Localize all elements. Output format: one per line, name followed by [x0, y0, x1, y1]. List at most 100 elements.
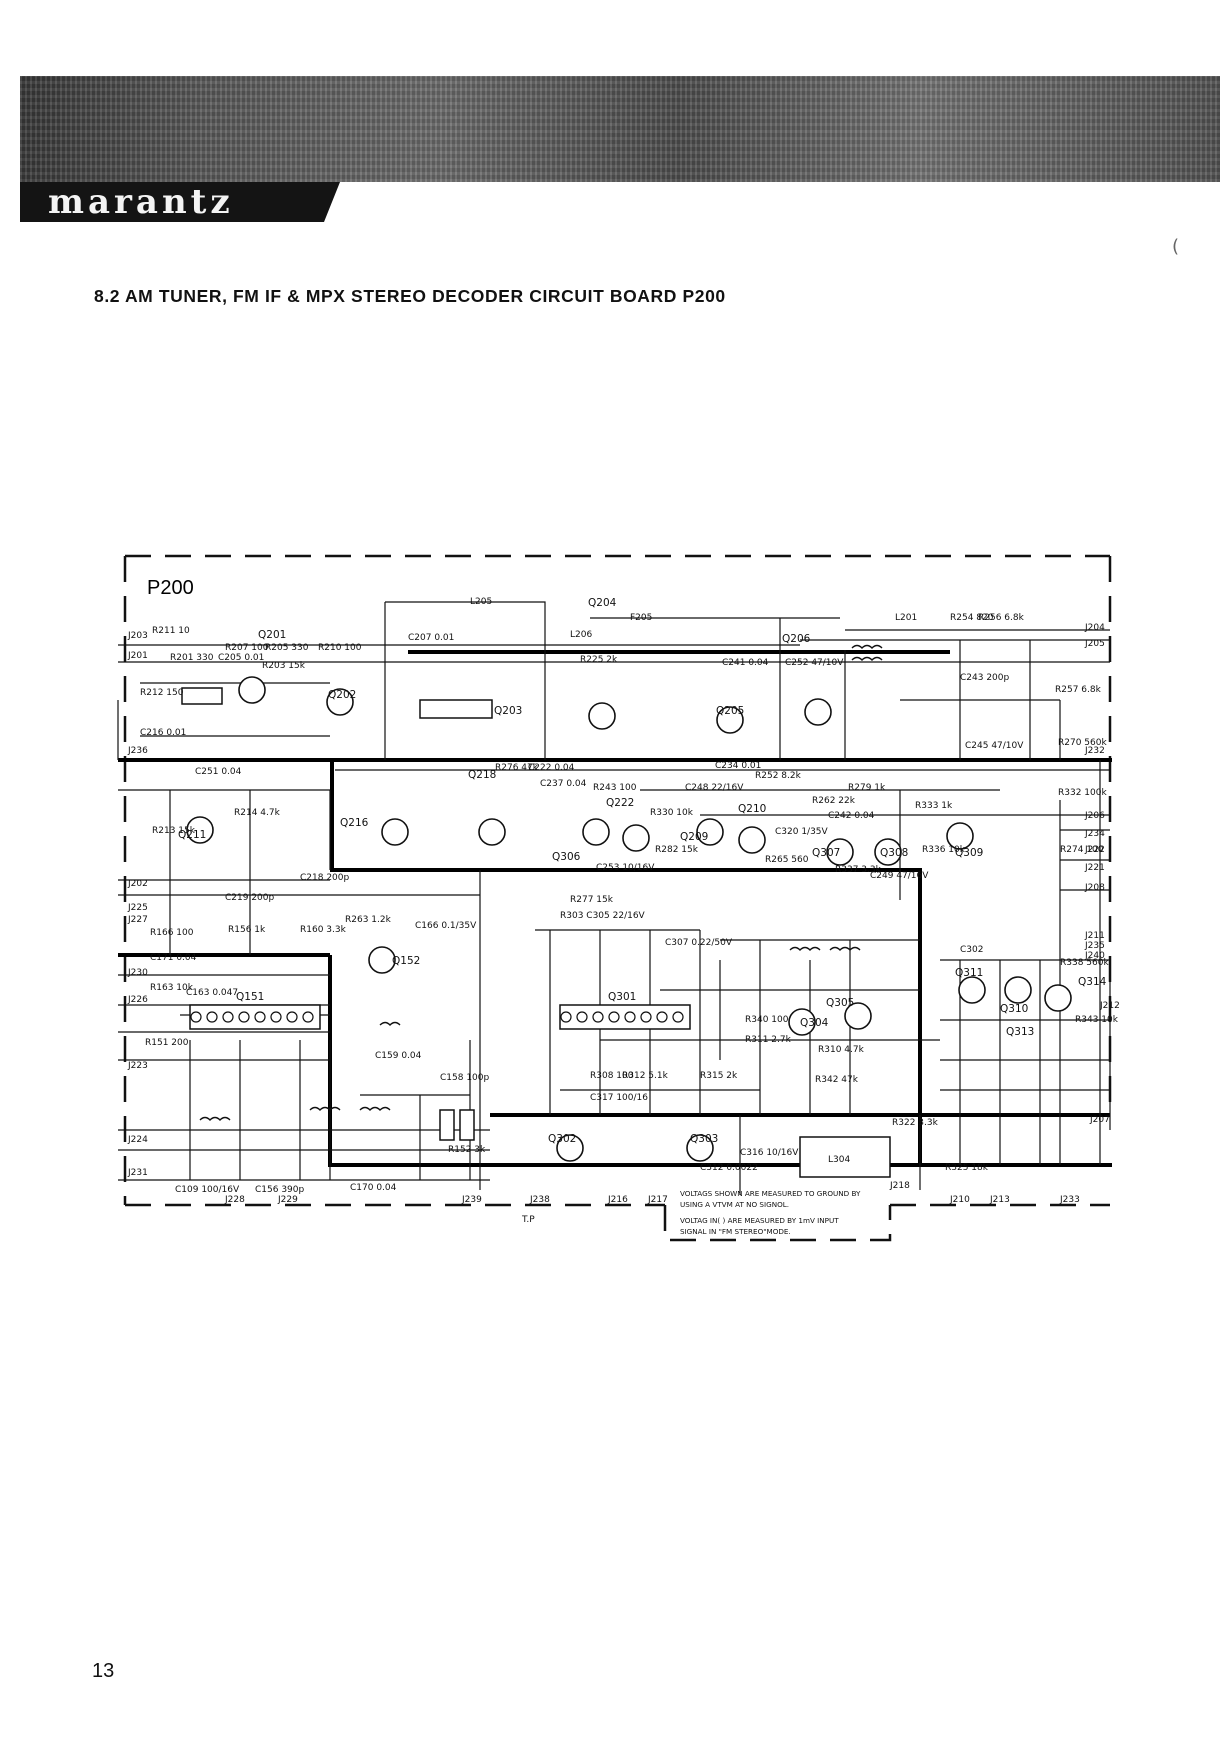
- transistor-label: Q314: [1078, 976, 1107, 988]
- part-label: F205: [630, 613, 652, 623]
- transistor-label: Q203: [494, 705, 522, 717]
- part-label: R336 10k: [922, 845, 966, 855]
- part-label: R338 560k: [1060, 958, 1109, 968]
- part-label: R163 10k: [150, 983, 194, 993]
- part-label: R342 47k: [815, 1075, 859, 1085]
- part-label: R151 200: [145, 1038, 189, 1048]
- jack-label: J221: [1084, 863, 1105, 873]
- jack-label: J201: [127, 651, 148, 661]
- transistor-label: Q303: [690, 1133, 718, 1145]
- part-label: R308 100: [590, 1071, 634, 1081]
- jack-label: J213: [989, 1195, 1010, 1205]
- part-label: C163 0.047: [186, 988, 238, 998]
- part-label: C245 47/10V: [965, 741, 1024, 751]
- part-label: C317 100/16: [590, 1093, 648, 1103]
- transistor-symbols: [186, 676, 1072, 1162]
- note-line: USING A VTVM AT NO SIGNOL.: [680, 1200, 789, 1209]
- part-label: R340 100: [745, 1015, 789, 1025]
- jack-label: J212: [1099, 1001, 1120, 1011]
- transistor-label: Q211: [178, 829, 206, 841]
- jack-label: J229: [277, 1195, 298, 1205]
- part-label: R160 3.3k: [300, 925, 347, 935]
- part-label: C302: [960, 945, 983, 955]
- part-label: C216 0.01: [140, 728, 186, 738]
- jack-label: J236: [127, 746, 148, 756]
- jack-label: T.P: [521, 1215, 535, 1225]
- header-texture: [20, 76, 1220, 182]
- part-label: R262 22k: [812, 796, 856, 806]
- part-label: C205 0.01: [218, 653, 264, 663]
- components: [181, 687, 891, 1178]
- part-label: R207 100: [225, 643, 269, 653]
- part-label: R211 10: [152, 626, 190, 636]
- corner-mark: (: [1172, 236, 1180, 257]
- jack-label: J203: [127, 631, 148, 641]
- transistor-label: Q218: [468, 769, 496, 781]
- transistor-label: Q222: [606, 797, 634, 809]
- part-label: C234 0.01: [715, 761, 761, 771]
- transistor-label: Q152: [392, 955, 420, 967]
- part-label: R333 1k: [915, 801, 953, 811]
- part-label: R257 6.8k: [1055, 685, 1102, 695]
- part-label: R337 3.3k: [835, 865, 882, 875]
- part-label: R166 100: [150, 928, 194, 938]
- jack-label: J226: [127, 995, 148, 1005]
- note-line: VOLTAG IN( ) ARE MEASURED BY 1mV INPUT: [680, 1216, 839, 1225]
- part-label-group: R211 10 R201 330 R207 100 R205 330 R203 …: [140, 597, 1119, 1195]
- jack-label: J210: [949, 1195, 970, 1205]
- jack-label: J222: [1084, 845, 1105, 855]
- part-label: C241 0.04: [722, 658, 769, 668]
- jack-label: J230: [127, 968, 148, 978]
- part-label: R274 100: [1060, 845, 1104, 855]
- transistor-label: Q307: [812, 847, 840, 859]
- part-label: C237 0.04: [540, 779, 587, 789]
- ic-pins: [190, 1011, 684, 1023]
- ground-bus: [118, 650, 1112, 1167]
- transistor-label: Q202: [328, 689, 356, 701]
- part-label: L206: [570, 630, 592, 640]
- note-line: SIGNAL IN "FM STEREO"MODE.: [680, 1227, 791, 1236]
- part-label: R205 330: [265, 643, 309, 653]
- part-label: C320 1/35V: [775, 827, 829, 837]
- jack-label: J207: [1089, 1115, 1110, 1125]
- transistor-label: Q308: [880, 847, 908, 859]
- part-label: R332 100k: [1058, 788, 1107, 798]
- voltage-note: VOLTAGS SHOWN ARE MEASURED TO GROUND BY …: [680, 1189, 861, 1236]
- part-label: R254 820: [950, 613, 994, 623]
- transistor-label: Q306: [552, 851, 581, 863]
- part-label: R201 330: [170, 653, 214, 663]
- jack-label: J225: [127, 903, 148, 913]
- part-label: R279 1k: [848, 783, 886, 793]
- part-label: C171 0.04: [150, 953, 197, 963]
- jack-label: J204: [1084, 623, 1105, 633]
- transistor-label: Q310: [1000, 1003, 1028, 1015]
- transistor-label: Q205: [716, 705, 744, 717]
- jack-label: J202: [127, 879, 148, 889]
- part-label: R243 100: [593, 783, 637, 793]
- transistor-label: Q304: [800, 1017, 829, 1029]
- transistor-label: Q201: [258, 629, 286, 641]
- transistor-label: Q204: [588, 597, 617, 609]
- part-label: R310 4.7k: [818, 1045, 865, 1055]
- transistor-label: Q311: [955, 967, 983, 979]
- part-label: L205: [470, 597, 492, 607]
- part-label: R277 15k: [570, 895, 614, 905]
- jack-label: J232: [1084, 746, 1105, 756]
- transistor-label: Q216: [340, 817, 369, 829]
- part-label: C252 47/10V: [785, 658, 844, 668]
- part-label: C248 22/16V: [685, 783, 744, 793]
- part-label: R312 5.1k: [622, 1071, 669, 1081]
- jack-label: J216: [607, 1195, 628, 1205]
- jack-label: J218: [889, 1181, 910, 1191]
- part-label: C109 100/16V: [175, 1185, 240, 1195]
- jack-label: J231: [127, 1168, 148, 1178]
- part-label: C222 0.04: [528, 763, 575, 773]
- jack-label: J238: [529, 1195, 550, 1205]
- part-label: C251 0.04: [195, 767, 242, 777]
- part-label: L304: [828, 1155, 850, 1165]
- coils: [199, 644, 883, 1121]
- part-label: R303 C305 22/16V: [560, 911, 646, 921]
- part-label: R225 2k: [580, 655, 618, 665]
- transistor-label-group: Q201 Q202 Q203 Q204 Q205 Q206 Q209 Q210 …: [178, 597, 1107, 1145]
